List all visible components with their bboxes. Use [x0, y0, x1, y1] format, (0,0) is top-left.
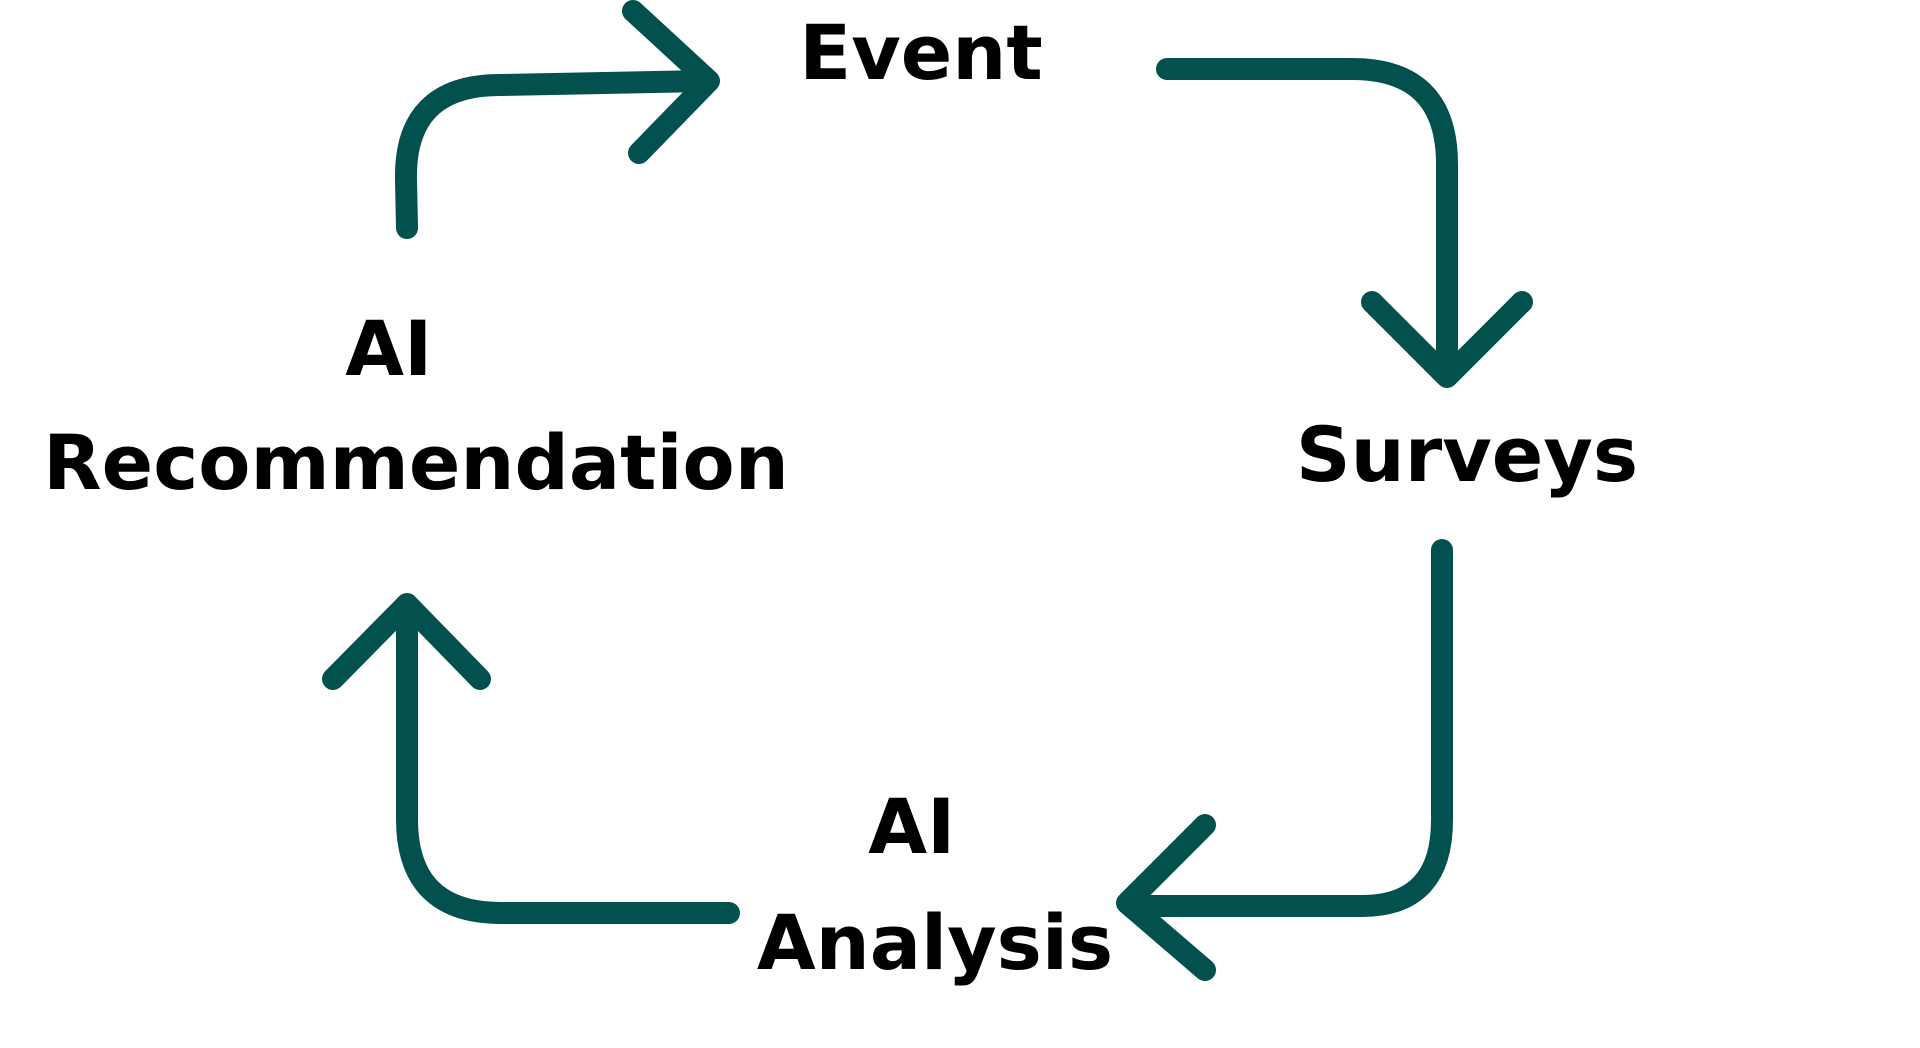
arrow-shaft: [1123, 539, 1453, 917]
node-surveys: Surveys: [1296, 410, 1638, 499]
arrow-head: [322, 593, 491, 690]
arrow-shaft: [396, 599, 740, 924]
node-ai-analysis: AI Analysis: [757, 782, 1113, 987]
arrow-shaft: [394, 70, 717, 239]
node-ai-recommendation: AI Recommendation: [43, 304, 789, 507]
arrow-ai-analysis-to-recommendation: [322, 593, 740, 924]
arrow-shaft: [1156, 58, 1458, 381]
node-event: Event: [799, 8, 1042, 97]
arrow-surveys-to-ai-analysis: [1116, 539, 1453, 981]
arrow-head: [622, 0, 720, 164]
arrow-head: [1116, 814, 1216, 981]
arrow-recommendation-to-event: [394, 0, 720, 239]
arrow-head: [1361, 291, 1533, 388]
arrow-event-to-surveys: [1156, 58, 1533, 388]
